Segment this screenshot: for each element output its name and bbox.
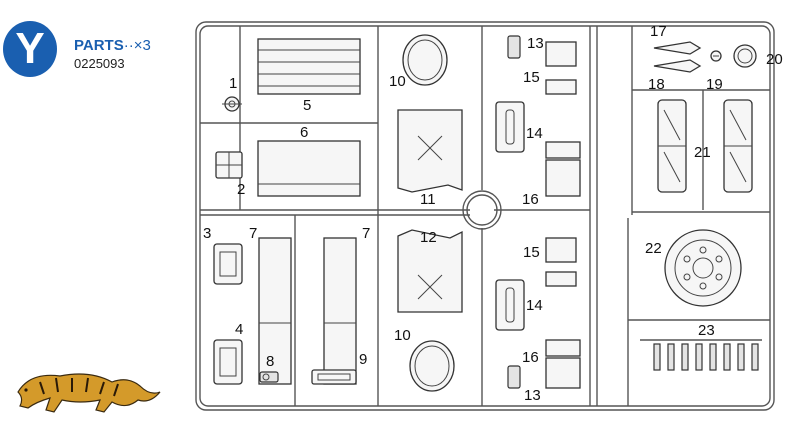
part-18 bbox=[653, 59, 702, 73]
part-1 bbox=[222, 96, 242, 112]
part-7-left bbox=[258, 237, 292, 385]
label-part-3: 3 bbox=[203, 225, 211, 242]
part-13-top bbox=[507, 35, 521, 59]
tiger-logo-icon bbox=[17, 373, 161, 413]
part-11 bbox=[397, 109, 463, 193]
label-part-15a: 15 bbox=[523, 69, 540, 86]
part-2 bbox=[215, 151, 243, 179]
label-part-13b: 13 bbox=[524, 387, 541, 404]
label-part-9: 9 bbox=[359, 351, 367, 368]
label-part-6: 6 bbox=[300, 124, 308, 141]
sprue-frame bbox=[195, 21, 775, 411]
label-part-18: 18 bbox=[648, 76, 665, 93]
parts-title: PARTS··×3 bbox=[74, 37, 151, 54]
label-part-20: 20 bbox=[766, 51, 783, 68]
label-part-16b: 16 bbox=[522, 349, 539, 366]
part-9 bbox=[311, 369, 357, 385]
label-part-4: 4 bbox=[235, 321, 243, 338]
label-part-10a: 10 bbox=[389, 73, 406, 90]
part-20 bbox=[733, 44, 757, 68]
part-8 bbox=[259, 371, 279, 383]
label-part-8: 8 bbox=[266, 353, 274, 370]
part-7-right bbox=[323, 237, 357, 385]
part-14-bottom bbox=[495, 279, 525, 331]
label-part-19: 19 bbox=[706, 76, 723, 93]
sprue-letter-badge: Y bbox=[3, 21, 57, 77]
part-labels: 1 2 3 4 5 6 7 7 8 9 10 10 11 12 13 13 14… bbox=[203, 23, 783, 404]
part-12 bbox=[397, 229, 463, 313]
part-6 bbox=[257, 140, 361, 197]
part-10-bottom bbox=[409, 340, 455, 392]
part-16-top bbox=[545, 141, 581, 197]
label-part-23: 23 bbox=[698, 322, 715, 339]
part-10-top bbox=[402, 34, 448, 86]
label-part-11: 11 bbox=[420, 191, 436, 208]
label-part-22: 22 bbox=[645, 240, 662, 257]
label-part-2: 2 bbox=[237, 181, 245, 198]
sprue-letter: Y bbox=[15, 24, 45, 73]
part-21-right bbox=[723, 99, 753, 193]
part-21-left bbox=[657, 99, 687, 193]
parts-multiplier: ··×3 bbox=[123, 37, 151, 54]
label-part-13a: 13 bbox=[527, 35, 544, 52]
label-part-5: 5 bbox=[303, 97, 311, 114]
label-part-17: 17 bbox=[650, 23, 667, 40]
part-17 bbox=[653, 41, 702, 55]
label-part-12: 12 bbox=[420, 229, 437, 246]
label-part-14b: 14 bbox=[526, 297, 543, 314]
part-number: 0225093 bbox=[74, 56, 125, 71]
label-part-1: 1 bbox=[229, 75, 237, 92]
part-13-bottom bbox=[507, 365, 521, 389]
label-part-21: 21 bbox=[694, 144, 711, 161]
part-4 bbox=[213, 339, 243, 385]
part-14-top bbox=[495, 101, 525, 153]
label-part-7a: 7 bbox=[249, 225, 257, 242]
parts-label: PARTS bbox=[74, 37, 124, 54]
part-15-top bbox=[545, 41, 577, 95]
label-part-7b: 7 bbox=[362, 225, 370, 242]
part-16-bottom bbox=[545, 339, 581, 389]
part-23 bbox=[640, 339, 762, 371]
part-22 bbox=[664, 229, 742, 307]
label-part-14a: 14 bbox=[526, 125, 543, 142]
part-5 bbox=[257, 38, 361, 95]
label-part-10b: 10 bbox=[394, 327, 411, 344]
label-part-15b: 15 bbox=[523, 244, 540, 261]
part-19 bbox=[710, 50, 722, 62]
part-15-bottom bbox=[545, 237, 577, 287]
label-part-16a: 16 bbox=[522, 191, 539, 208]
part-3 bbox=[213, 243, 243, 285]
